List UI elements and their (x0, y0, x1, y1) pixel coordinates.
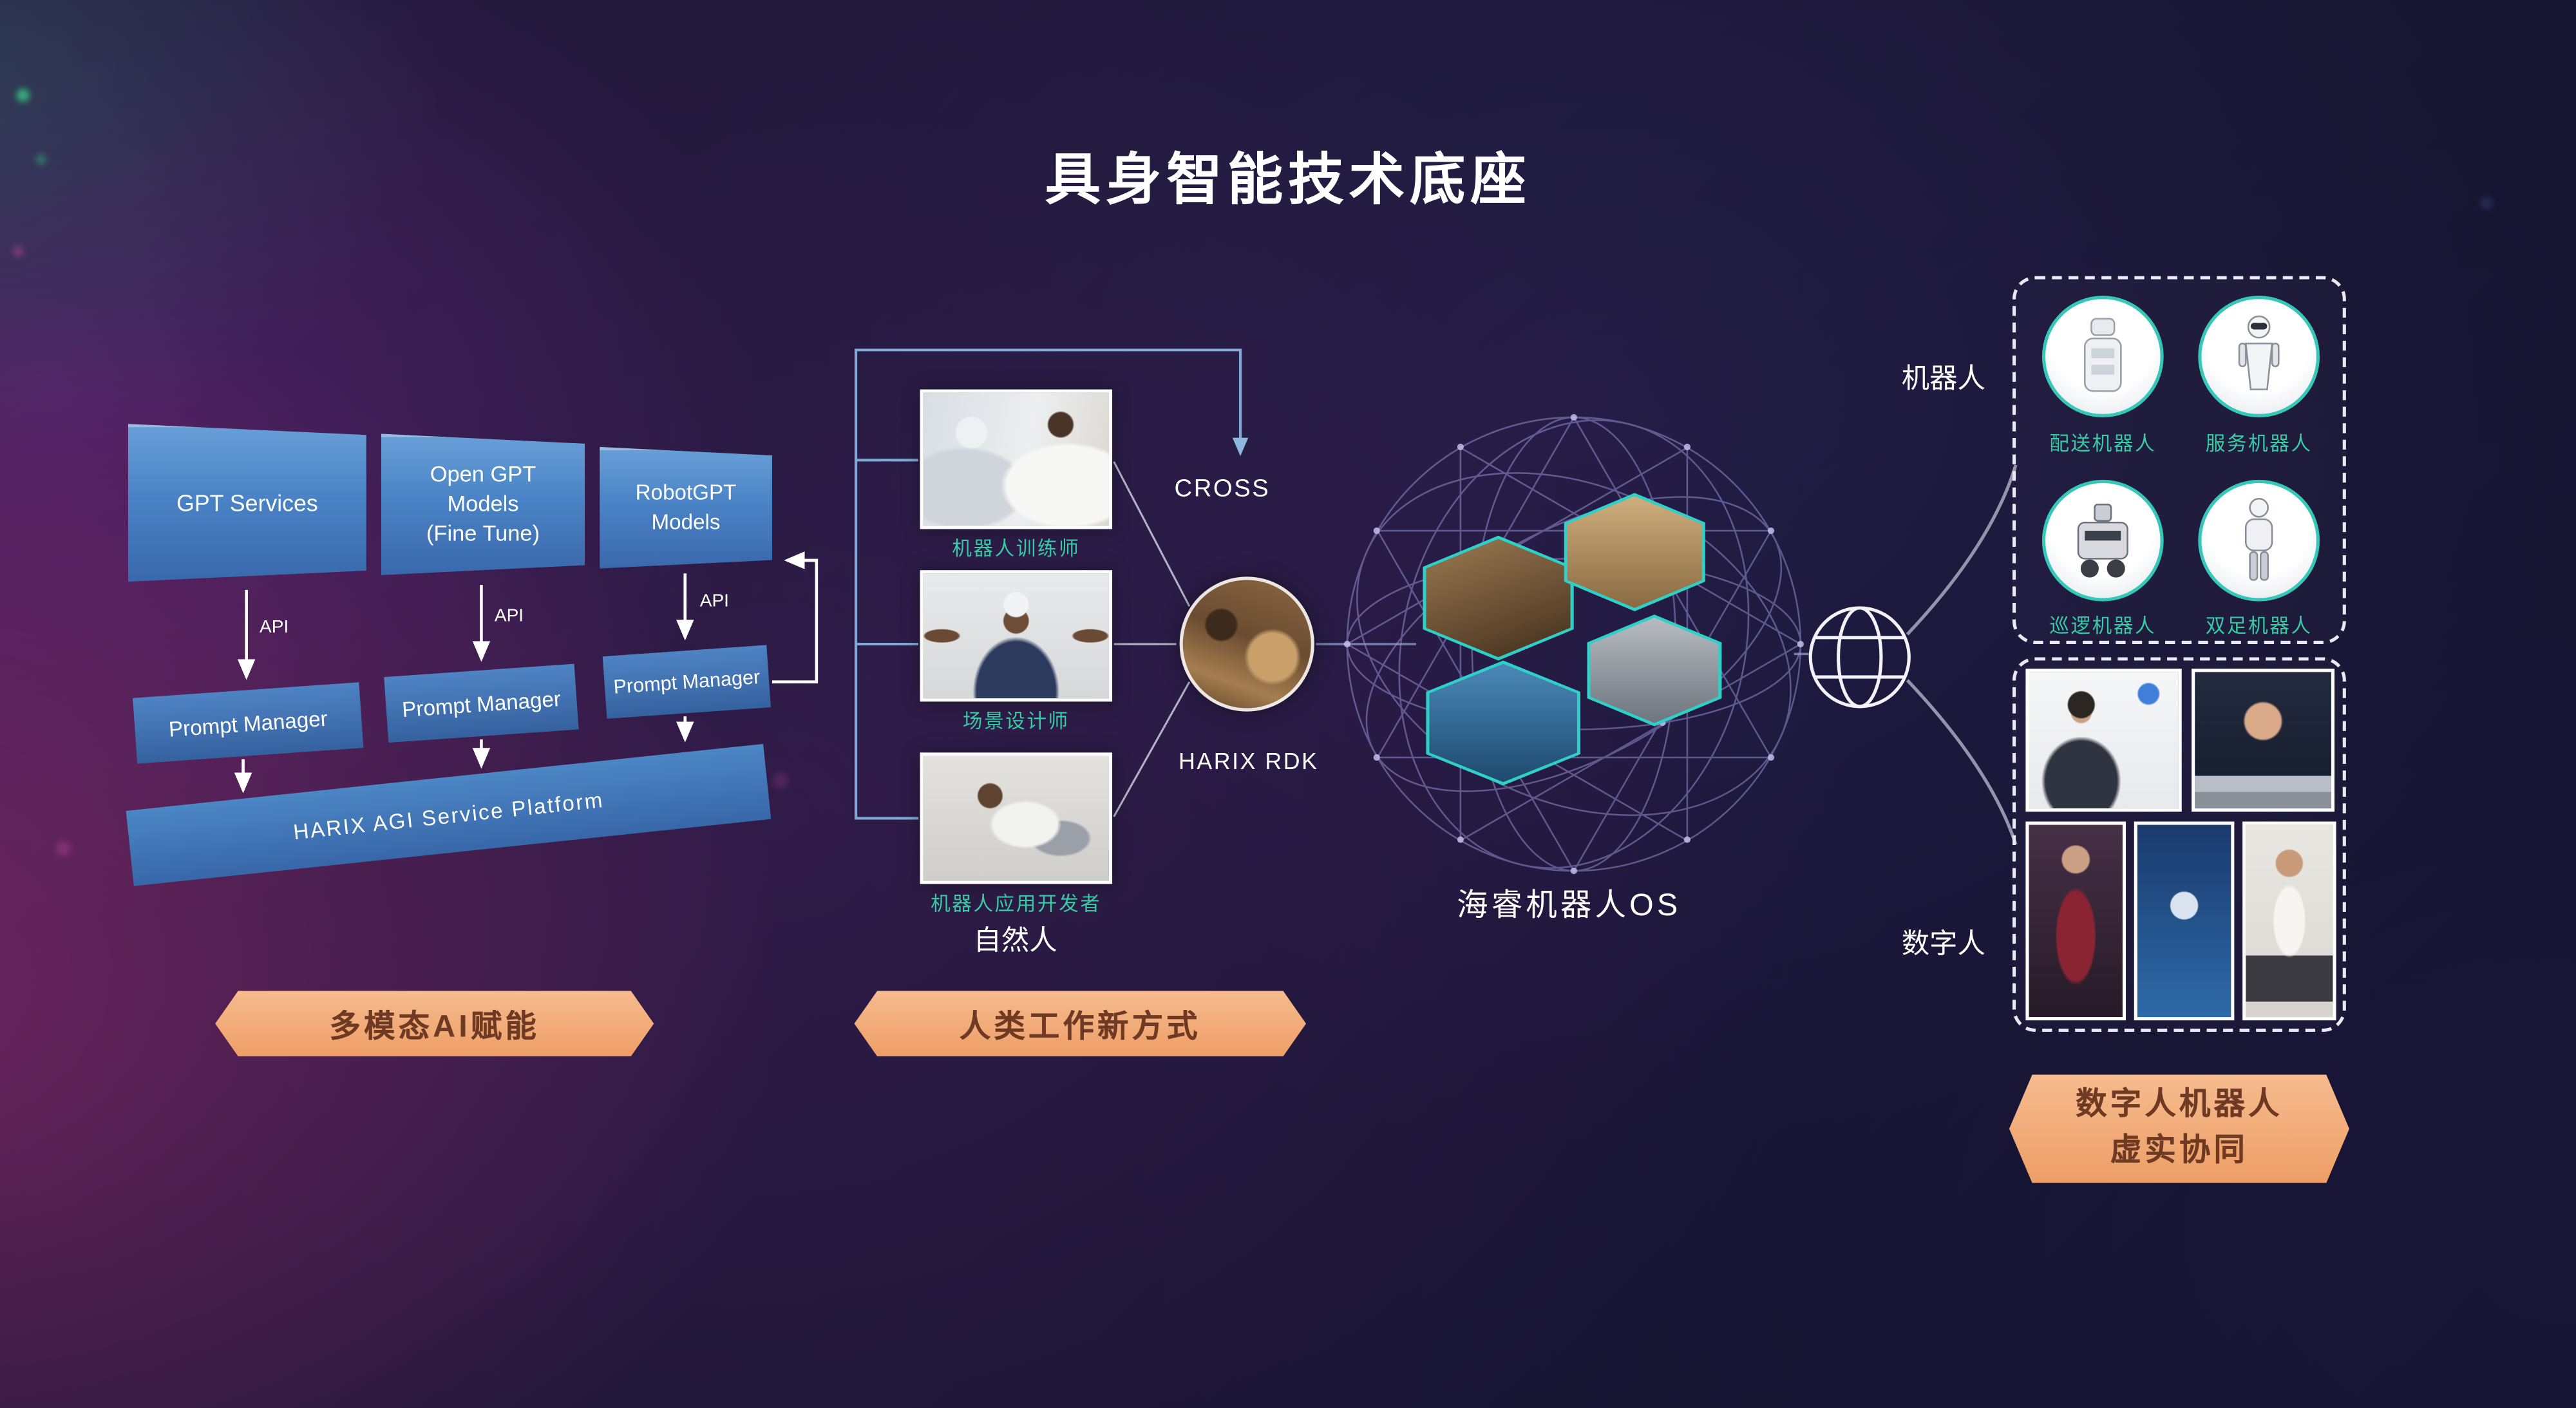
api-label-2: API (494, 606, 524, 626)
gpt-services-label: GPT Services (176, 489, 318, 515)
bokeh-dot (16, 88, 30, 102)
bokeh-dot (2481, 197, 2492, 209)
delivery-robot-image (2041, 296, 2164, 417)
open-gpt-models-box: Open GPT Models (Fine Tune) (381, 433, 585, 575)
virtual-real-banner: 数字人机器人 虚实协同 (2009, 1074, 2349, 1183)
delivery-robot-caption: 配送机器人 (2049, 432, 2157, 455)
biped-robot-glyph (2244, 497, 2273, 581)
api-label-3: API (699, 591, 729, 611)
bokeh-dot (36, 154, 46, 165)
gpt-services-box: GPT Services (128, 424, 366, 582)
page-title: 具身智能技术底座 (1045, 149, 1531, 213)
harix-rdk-label: HARIX RDK (1179, 747, 1319, 774)
scene-designer-caption: 场景设计师 (962, 710, 1070, 733)
digital-human-group-label: 数字人 (1901, 928, 1985, 960)
multimodal-ai-banner-label: 多模态AI赋能 (329, 1009, 540, 1045)
open-gpt-models-label: Open GPT Models (Fine Tune) (426, 461, 540, 546)
scene-designer-photo (920, 570, 1113, 702)
bokeh-dot (55, 841, 71, 857)
robotgpt-models-box: RobotGPT Models (600, 446, 772, 569)
api-label-1: API (260, 618, 289, 638)
digital-human-student-image (2242, 821, 2336, 1021)
human-work-banner-label: 人类工作新方式 (959, 1009, 1201, 1045)
bokeh-dot (772, 772, 789, 789)
service-robot-caption: 服务机器人 (2205, 432, 2313, 455)
patrol-robot-glyph (2077, 503, 2128, 578)
robot-app-developer-photo (920, 752, 1113, 884)
natural-person-label: 自然人 (973, 925, 1057, 956)
biped-robot-image (2198, 479, 2320, 602)
robots-group-label: 机器人 (1901, 363, 1985, 395)
digital-human-laptop-image (2192, 669, 2334, 812)
bokeh-dot (13, 246, 23, 256)
delivery-robot-glyph (2083, 318, 2122, 392)
human-work-banner: 人类工作新方式 (855, 991, 1307, 1056)
biped-robot-caption: 双足机器人 (2205, 614, 2313, 638)
robot-app-developer-caption: 机器人应用开发者 (931, 892, 1102, 915)
robots-dashed-box (2012, 276, 2346, 644)
service-robot-image (2198, 296, 2320, 417)
digital-human-presenter-image (2025, 669, 2182, 812)
multimodal-ai-banner: 多模态AI赋能 (215, 991, 654, 1056)
harix-rdk-scene-image (1179, 576, 1314, 712)
virtual-real-banner-label: 数字人机器人 虚实协同 (2076, 1087, 2283, 1168)
digital-human-kiosk-image (2134, 821, 2235, 1021)
robotgpt-models-label: RobotGPT Models (635, 480, 737, 535)
patrol-robot-caption: 巡逻机器人 (2049, 614, 2157, 638)
service-robot-glyph (2238, 315, 2280, 390)
robot-os-label: 海睿机器人OS (1457, 889, 1681, 924)
digital-human-uniform-image (2025, 821, 2126, 1021)
robot-trainer-caption: 机器人训练师 (952, 537, 1081, 560)
patrol-robot-image (2041, 479, 2164, 602)
